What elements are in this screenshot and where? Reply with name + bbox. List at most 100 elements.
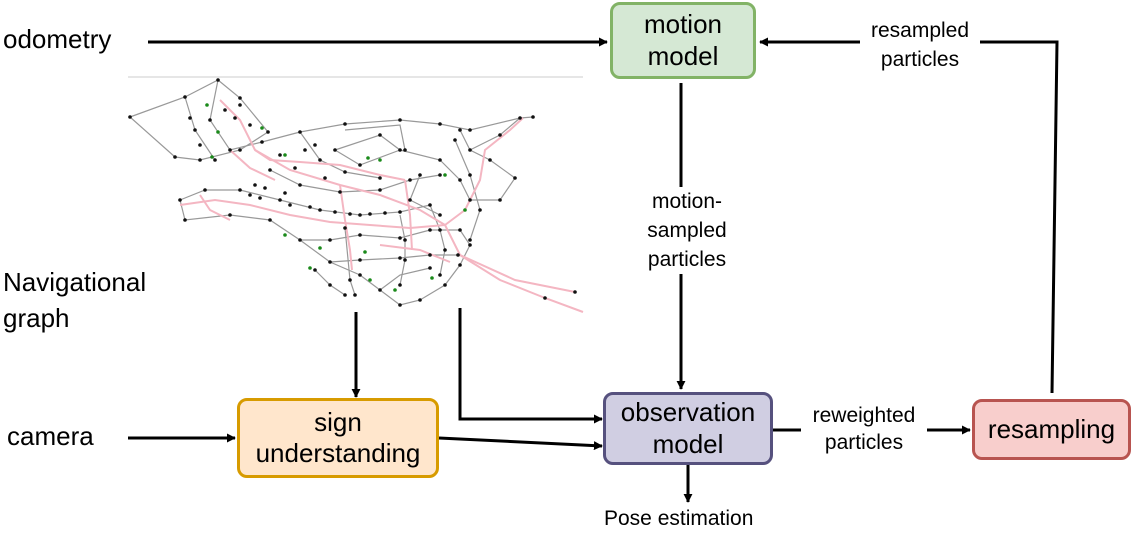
graph-node (260, 140, 264, 144)
motion-model-line-1: motion (643, 9, 723, 40)
graph-node (468, 198, 472, 202)
graph-marker (363, 250, 367, 254)
graph-node (458, 178, 462, 182)
motion-model-line-2: model (647, 40, 719, 71)
graph-marker (318, 246, 322, 250)
graph-node (238, 103, 242, 107)
graph-node (428, 266, 432, 270)
reweighted-particles-label: reweighted particles (801, 402, 927, 456)
graph-node (408, 178, 412, 182)
graph-node (343, 170, 347, 174)
graph-marker (260, 126, 264, 130)
graph-node (238, 148, 242, 152)
motion-sampled-line-1: motion- (651, 190, 723, 213)
graph-node (498, 198, 502, 202)
observation-model-line-2: model (652, 428, 724, 459)
graph-node (378, 176, 382, 180)
graph-node (253, 183, 257, 187)
edge-resampling-to-motion (759, 37, 1059, 394)
graph-node (348, 212, 352, 216)
motion-sampled-line-3: particles (647, 248, 727, 271)
graph-node (358, 273, 362, 277)
graph-node (238, 188, 242, 192)
graph-node (188, 116, 192, 120)
graph-node (468, 173, 472, 177)
graph-node (193, 128, 197, 132)
graph-node (443, 248, 447, 252)
graph-marker (443, 173, 447, 177)
graph-node (468, 238, 472, 242)
resampling-line-1: resampling (987, 413, 1116, 444)
graph-node (288, 203, 292, 207)
graph-marker (463, 208, 467, 212)
graph-marker (308, 266, 312, 270)
graph-node (418, 173, 422, 177)
graph-node (298, 238, 302, 242)
graph-node (338, 190, 342, 194)
graph-marker (205, 103, 209, 107)
graph-node (228, 213, 232, 217)
graph-node (233, 116, 237, 120)
navigational-graph-label-line-2: graph (3, 303, 70, 333)
sign-understanding-line-2: understanding (255, 438, 421, 468)
graph-node (216, 78, 220, 82)
resampled-particles-label: resampled particles (860, 16, 980, 74)
graph-paths (179, 99, 584, 313)
graph-node (308, 205, 312, 209)
graph-node (278, 198, 282, 202)
graph-marker (393, 288, 397, 292)
graph-node (328, 260, 332, 264)
graph-node (488, 158, 492, 162)
edge-graph-to-observation (458, 308, 603, 424)
graph-node (283, 191, 287, 195)
graph-node (278, 153, 282, 157)
graph-marker (210, 155, 214, 159)
graph-node (238, 96, 242, 100)
graph-node (398, 283, 402, 287)
graph-node (518, 116, 522, 120)
edge-sign-to-observation (438, 436, 603, 451)
graph-marker (216, 130, 220, 134)
graph-node (318, 208, 322, 212)
graph-node (298, 130, 302, 134)
graph-marker (368, 278, 372, 282)
graph-node (183, 218, 187, 222)
graph-node (418, 298, 422, 302)
graph-node (173, 155, 177, 159)
graph-node (398, 256, 402, 260)
graph-node (358, 163, 362, 167)
graph-node (318, 158, 322, 162)
graph-node (443, 283, 447, 287)
graph-node (398, 236, 402, 240)
reweighted-particles-line-1: reweighted (812, 404, 916, 427)
graph-node (228, 148, 232, 152)
graph-nodes (128, 78, 577, 307)
graph-node (498, 133, 502, 137)
graph-node (428, 203, 432, 207)
graph-node (408, 198, 412, 202)
graph-node (178, 198, 182, 202)
odometry-label: odometry (3, 24, 112, 54)
resampling-block: resampling (972, 399, 1131, 460)
graph-node (223, 108, 227, 112)
graph-node (323, 176, 327, 180)
graph-node (453, 138, 457, 142)
graph-node (468, 243, 472, 247)
navigational-graph-image (128, 76, 584, 313)
graph-node (183, 95, 187, 99)
resampled-particles-line-2: particles (880, 48, 960, 71)
graph-node (438, 228, 442, 232)
graph-node (438, 173, 442, 177)
graph-node (358, 233, 362, 237)
graph-node (313, 143, 317, 147)
camera-label: camera (7, 421, 94, 451)
graph-node (213, 158, 217, 162)
graph-node (328, 238, 332, 242)
graph-node (398, 118, 402, 122)
graph-node (438, 213, 442, 217)
graph-markers (205, 103, 467, 292)
graph-node (358, 258, 362, 262)
graph-node (378, 188, 382, 192)
graph-node (438, 273, 442, 277)
